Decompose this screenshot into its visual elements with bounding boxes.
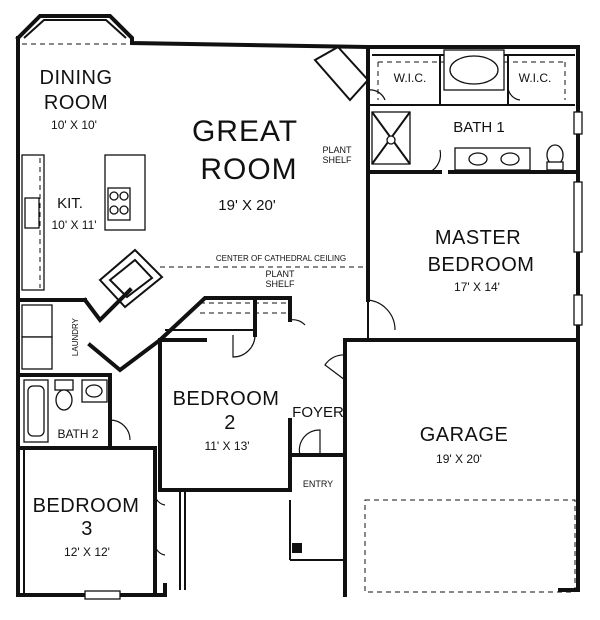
interior-walls	[16, 45, 580, 597]
bedroom3-label-2: 3	[81, 518, 93, 540]
dining-room-label-1: DINING	[39, 67, 113, 89]
master-bedroom-label-2: BEDROOM	[427, 254, 535, 276]
bath2-label: BATH 2	[57, 427, 99, 441]
bedroom2-label-2: 2	[224, 412, 236, 434]
great-room-label-2: ROOM	[200, 153, 298, 186]
kitchen-size: 10' X 11'	[51, 218, 97, 232]
entry-post	[292, 543, 302, 553]
dining-room-size: 10' X 10'	[51, 118, 97, 132]
garage-door	[364, 499, 576, 593]
garage-size: 19' X 20'	[436, 452, 482, 466]
laundry-fixtures	[21, 304, 53, 370]
laundry-label: LAUNDRY	[70, 318, 80, 357]
master-bedroom-label-1: MASTER	[434, 227, 522, 249]
great-room-size: 19' X 20'	[218, 197, 276, 214]
exterior-walls	[15, 14, 580, 597]
wic-left-label: W.I.C.	[393, 71, 427, 85]
kitchen-counters	[21, 154, 146, 291]
entry-label: ENTRY	[302, 479, 334, 489]
garage-label: GARAGE	[419, 424, 509, 446]
master-windows	[573, 111, 583, 326]
foyer-label: FOYER	[292, 404, 344, 421]
bedroom2-label-1: BEDROOM	[172, 388, 280, 410]
plant-shelf-label-2a: PLANT	[265, 269, 295, 279]
bath1-label: BATH 1	[453, 119, 505, 136]
bedroom3-label-1: BEDROOM	[32, 495, 140, 517]
bath2-fixtures	[23, 379, 108, 443]
bedroom2-size: 11' X 13'	[204, 439, 250, 453]
fireplace	[98, 248, 164, 309]
master-bedroom-size: 17' X 14'	[454, 280, 500, 294]
bay-window	[22, 19, 128, 45]
bath1-fixtures	[371, 49, 564, 171]
great-room-label-1: GREAT	[191, 115, 299, 148]
wic-right-label: W.I.C.	[518, 71, 552, 85]
window-bedroom3	[84, 590, 121, 600]
dining-room-label-2: ROOM	[43, 92, 109, 114]
kitchen-label: KIT.	[57, 195, 83, 212]
plant-shelf-label-1b: SHELF	[322, 155, 352, 165]
plant-shelf-label-2b: SHELF	[265, 279, 295, 289]
plant-shelf-label-1a: PLANT	[322, 145, 352, 155]
door-swings	[109, 87, 521, 556]
bedroom3-size: 12' X 12'	[64, 545, 110, 559]
ceiling-label: CENTER OF CATHEDRAL CEILING	[215, 254, 347, 263]
